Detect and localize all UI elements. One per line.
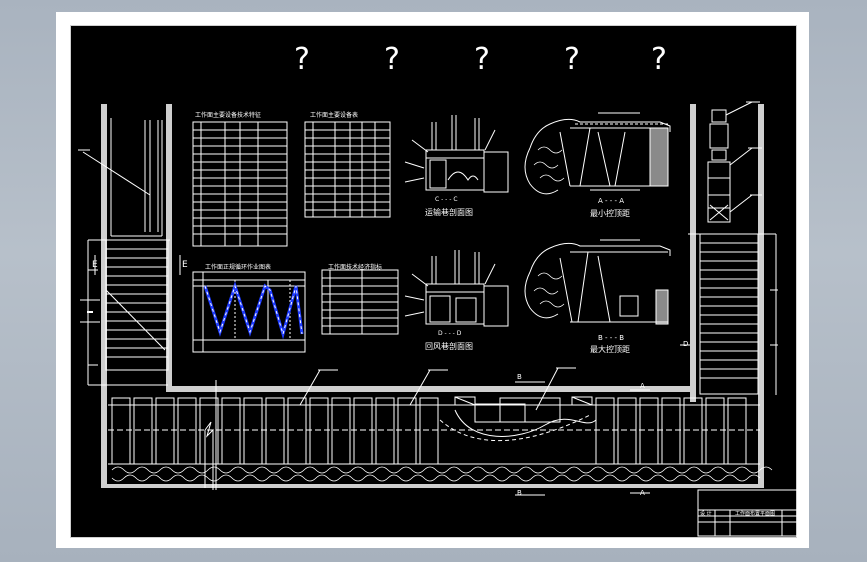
marker-b-bottom: B	[517, 489, 522, 497]
section-placeholder-1: ?	[294, 42, 310, 77]
section-aa-caption: 最小控顶距	[590, 209, 630, 218]
left-support-ladder	[80, 239, 181, 386]
marker-left-e: E	[92, 260, 98, 270]
working-face	[101, 386, 764, 490]
title-block-cell-a: 设 计	[700, 511, 712, 517]
table-tech-indicators	[321, 269, 399, 335]
marker-a-bottom: A	[640, 489, 645, 497]
section-dd-drawing	[404, 250, 509, 327]
marker-right-e: E	[182, 260, 188, 270]
section-aa-drawing	[524, 112, 671, 195]
table-equipment-specs	[192, 121, 288, 247]
section-placeholder-3: ?	[474, 42, 490, 77]
section-cc-drawing	[404, 115, 509, 193]
section-dd-mark: D - - - D	[438, 330, 462, 337]
section-cc-caption: 运输巷剖面图	[425, 208, 473, 217]
drawing-frame	[70, 25, 797, 538]
marker-b-top: B	[517, 373, 522, 381]
table-equipment-list	[304, 121, 391, 218]
gob-rubble	[111, 466, 773, 482]
table-4-title: 工作面技术经济指标	[328, 264, 383, 271]
section-cc-mark: C - - - C	[435, 196, 458, 203]
section-dd-caption: 回风巷剖面图	[425, 342, 473, 351]
leader-lines	[215, 367, 650, 496]
table-cycle-chart	[192, 271, 306, 353]
title-block	[697, 489, 799, 537]
section-aa-mark: A - - - A	[598, 197, 625, 205]
section-placeholder-5: ?	[651, 42, 667, 77]
table-1-title: 工作面主要设备技术特征	[195, 112, 262, 119]
section-bb-caption: 最大控顶距	[590, 345, 630, 354]
title-block-cell-b: 工作面布置平面图	[735, 511, 776, 517]
section-placeholder-4: ?	[564, 42, 580, 77]
table-2-title: 工作面主要设备表	[310, 112, 359, 119]
table-3-title: 工作面正规循环作业图表	[205, 264, 272, 271]
section-bb-drawing	[524, 239, 671, 325]
marker-d-right: D	[683, 340, 689, 348]
left-roadway	[78, 104, 172, 487]
section-placeholder-2: ?	[384, 42, 400, 77]
marker-a-top: A	[640, 382, 645, 390]
section-bb-mark: B - - - B	[598, 334, 625, 342]
right-support-ladder	[680, 233, 778, 395]
right-roadway	[690, 101, 764, 484]
